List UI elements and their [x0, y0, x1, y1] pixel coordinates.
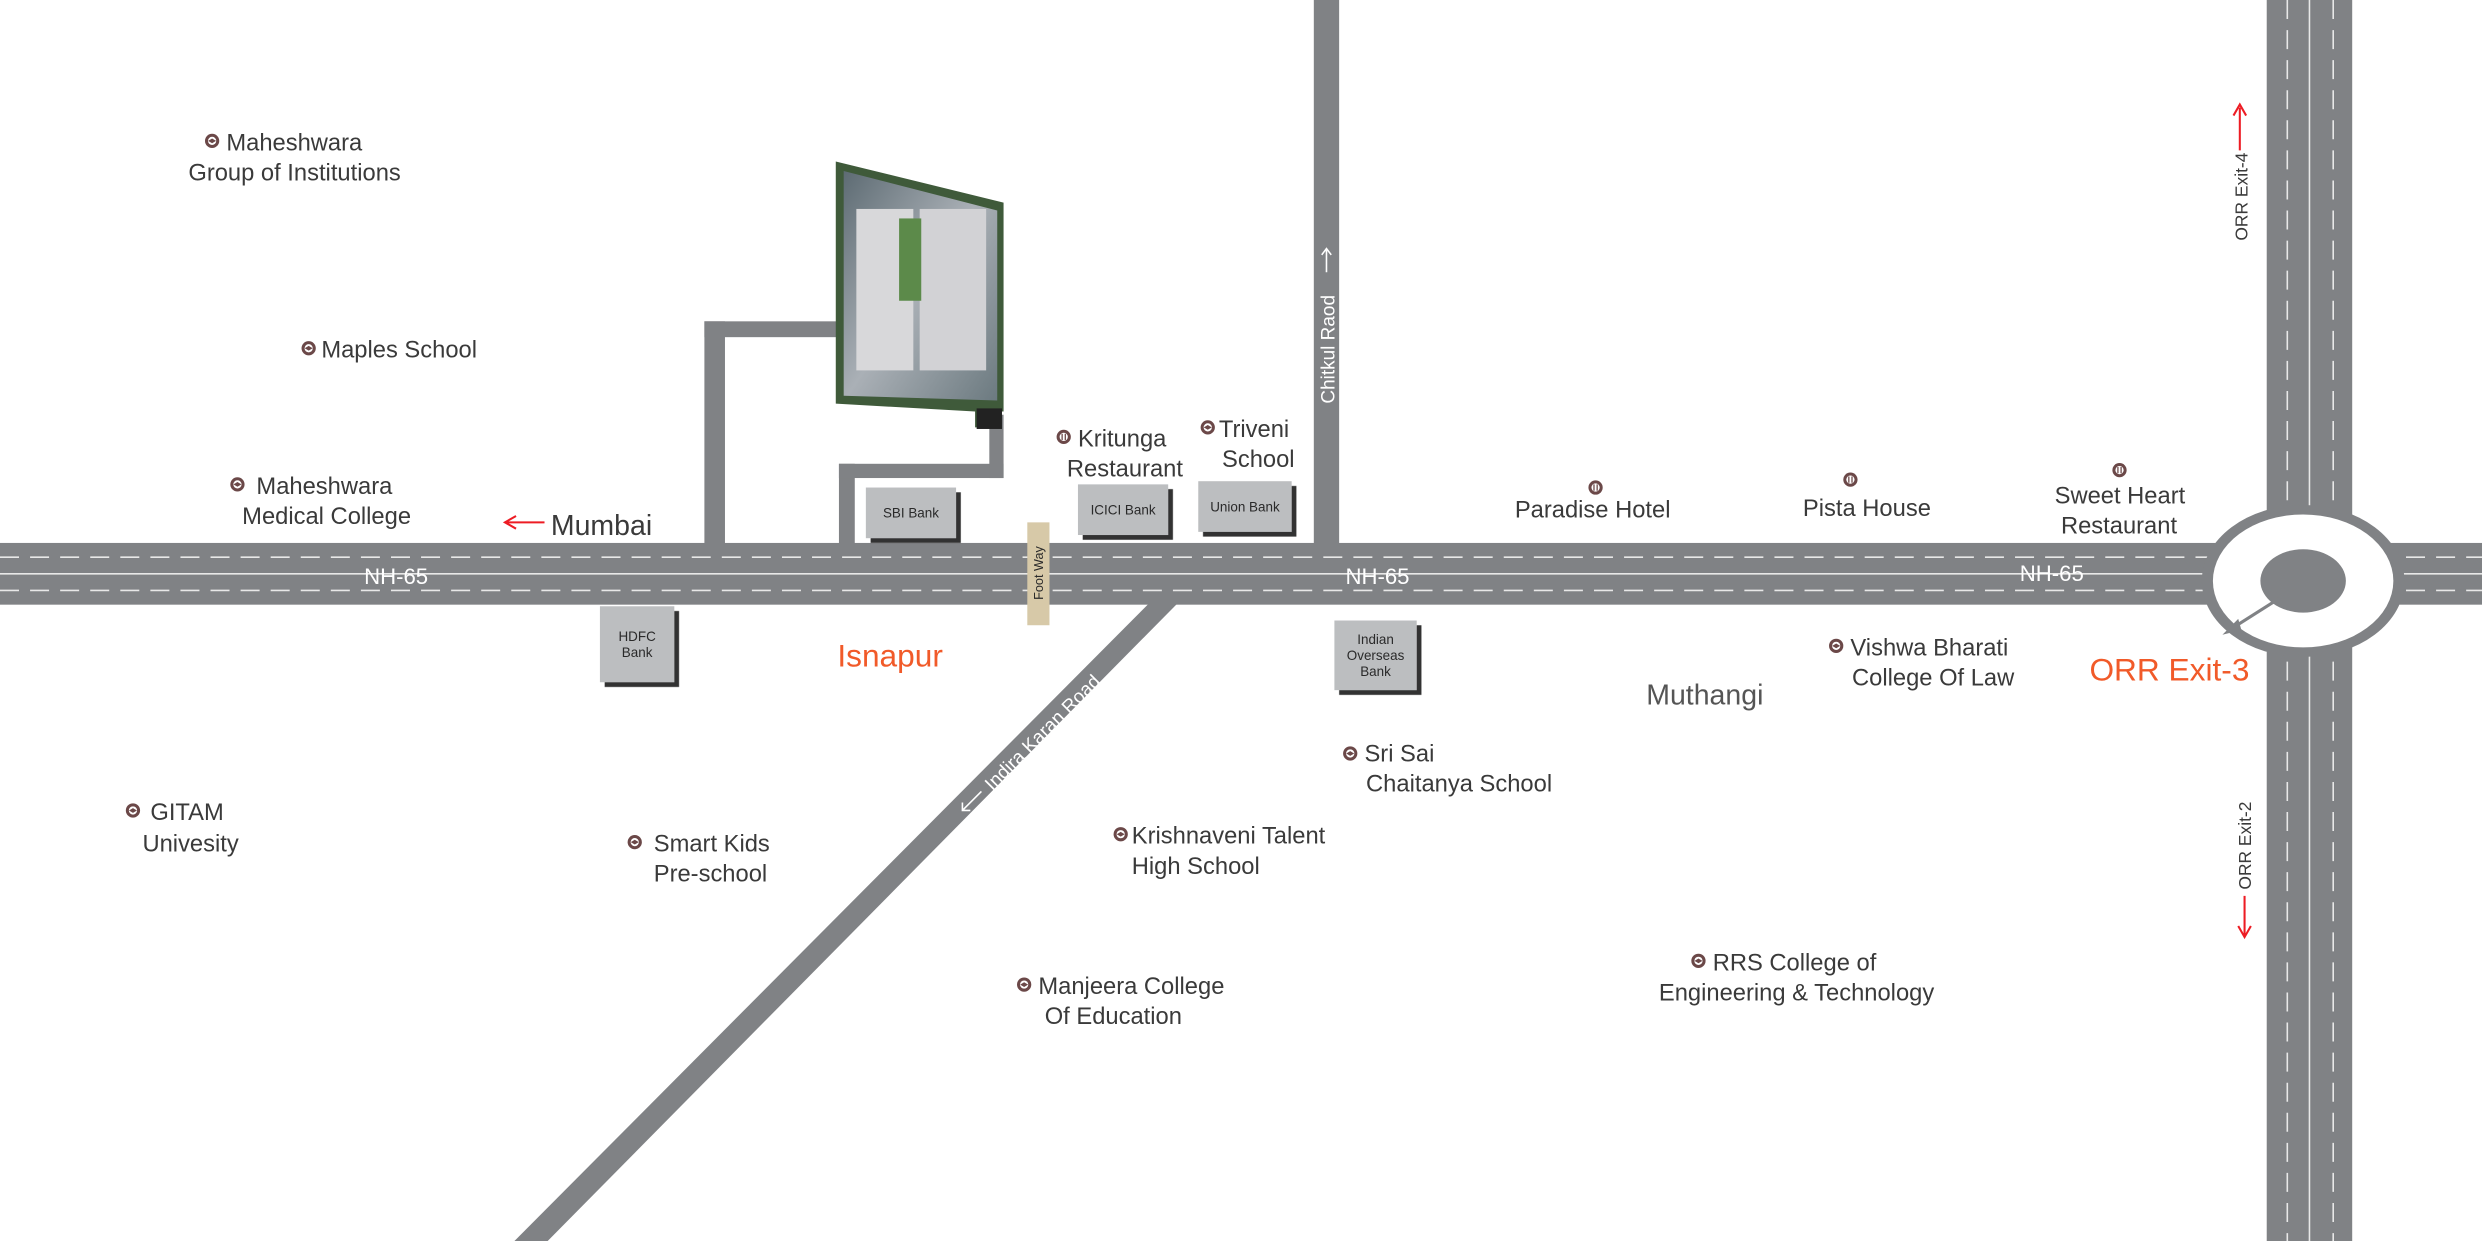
school-icon — [301, 341, 316, 356]
landmark-label: Vishwa Bharati — [1850, 635, 2008, 661]
school-icon — [1017, 977, 1032, 992]
chitkul-road — [1313, 0, 1340, 551]
landmark-label: Of Education — [1045, 1004, 1182, 1030]
landmark-label: Medical College — [242, 504, 411, 530]
school-icon — [204, 133, 220, 149]
landmark-label: Maheshwara — [226, 130, 363, 156]
arrow-left-icon — [502, 515, 545, 530]
landmark-label: Sweet Heart — [2055, 483, 2186, 509]
school-icon — [1113, 827, 1128, 842]
bank-label: Indian — [1357, 632, 1394, 647]
landmark-label: Chaitanya School — [1366, 771, 1552, 797]
landmark-label: Engineering & Technology — [1659, 980, 1934, 1006]
foot-way: Foot Way — [1027, 522, 1050, 626]
arrow-up-icon — [1321, 247, 1332, 273]
bank-label: Bank — [1360, 664, 1391, 679]
nh65-label: NH-65 — [2020, 561, 2084, 586]
restaurant-icon — [1588, 480, 1603, 495]
bank-label: ICICI Bank — [1091, 502, 1156, 517]
indira-karan-road-label: Indira Karan Road — [981, 671, 1105, 795]
landmark-manjeera[interactable]: Manjeera College Of Education — [1017, 974, 1224, 1030]
landmark-label: Pista House — [1803, 496, 1931, 522]
landmark-gitam[interactable]: GITAM Univesity — [125, 800, 239, 858]
nh65-road — [0, 542, 2482, 605]
landmark-label: Manjeera College — [1038, 974, 1224, 1000]
bank-label: HDFC — [618, 629, 656, 644]
bank-icici: ICICI Bank — [1077, 484, 1169, 536]
school-icon — [1200, 420, 1215, 435]
arrow-up-icon — [2232, 102, 2248, 151]
landmark-label: High School — [1132, 854, 1260, 880]
restaurant-icon — [1843, 472, 1858, 487]
bank-label: Overseas — [1347, 648, 1405, 663]
project-site-image — [835, 161, 1004, 429]
chitkul-road-label: Chitkul Raod — [1318, 295, 1339, 404]
nh65-label: NH-65 — [1345, 564, 1409, 589]
bank-union: Union Bank — [1198, 481, 1292, 532]
landmark-label: Kritunga — [1078, 426, 1167, 452]
bank-sbi: SBI Bank — [865, 487, 957, 539]
orr-exit4-label: ORR Exit-4 — [2232, 152, 2252, 240]
landmark-label: Paradise Hotel — [1515, 498, 1671, 524]
landmark-label: Maheshwara — [256, 474, 393, 500]
landmark-label: Smart Kids — [654, 832, 770, 858]
landmark-label: Restaurant — [2061, 513, 2178, 539]
school-icon — [230, 477, 245, 492]
landmark-label: School — [1222, 447, 1295, 473]
school-icon — [1691, 953, 1706, 968]
foot-way-label: Foot Way — [1032, 546, 1046, 600]
arrow-left-icon — [961, 790, 982, 812]
restaurant-icon — [1056, 429, 1071, 445]
landmark-label: College Of Law — [1852, 665, 2015, 691]
landmark-rrs[interactable]: RRS College of Engineering & Technology — [1659, 950, 1934, 1006]
landmark-label: Univesity — [142, 832, 238, 858]
restaurant-icon — [2112, 463, 2127, 478]
place-mumbai: Mumbai — [551, 510, 652, 542]
roundabout — [2201, 504, 2405, 657]
place-muthangi: Muthangi — [1646, 679, 1763, 711]
school-icon — [125, 803, 141, 818]
landmark-label: Triveni — [1219, 417, 1289, 443]
place-orr-exit3: ORR Exit-3 — [2089, 652, 2249, 688]
nh65-label: NH-65 — [364, 564, 428, 589]
indira-karan-road — [514, 593, 1188, 1241]
orr-exit2-label: ORR Exit-2 — [2235, 802, 2255, 890]
landmark-label: Restaurant — [1067, 456, 1184, 482]
landmark-label: Group of Institutions — [188, 160, 401, 186]
landmark-label: Krishnaveni Talent — [1132, 824, 1326, 850]
landmark-label: Pre-school — [654, 862, 767, 888]
bank-label: Union Bank — [1210, 499, 1280, 514]
landmark-label: Maples School — [321, 338, 477, 364]
access-roads — [704, 321, 1004, 551]
school-icon — [1343, 746, 1358, 761]
bank-label: Bank — [622, 645, 653, 660]
school-icon — [627, 834, 642, 850]
school-icon — [1829, 638, 1844, 653]
landmark-pista-house[interactable]: Pista House — [1803, 472, 1931, 522]
landmark-label: RRS College of — [1713, 950, 1877, 976]
landmark-label: Sri Sai — [1364, 741, 1434, 767]
landmark-paradise[interactable]: Paradise Hotel — [1515, 480, 1671, 524]
landmark-label: GITAM — [150, 800, 223, 826]
place-isnapur: Isnapur — [837, 637, 943, 673]
bank-label: SBI Bank — [883, 506, 939, 521]
arrow-down-icon — [2237, 895, 2252, 940]
landmark-maples-school[interactable]: Maples School — [301, 338, 477, 364]
